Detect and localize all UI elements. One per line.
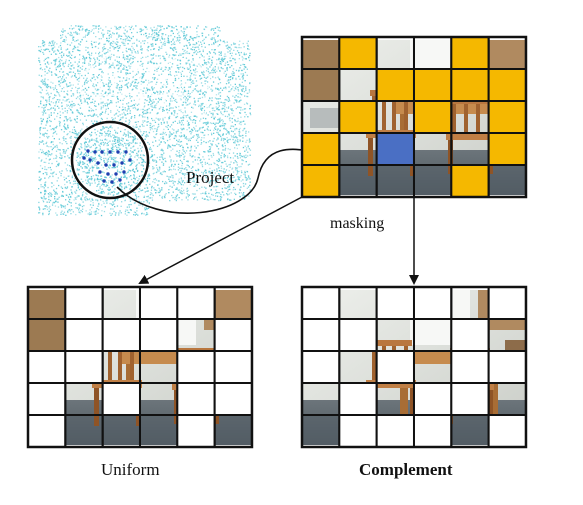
complement-mask-grid [300, 285, 528, 449]
grid-cell-yellow [301, 132, 341, 166]
grid-cell-yellow [338, 36, 378, 70]
grid-cell-white [64, 286, 104, 320]
grid-cell-yellow [301, 164, 341, 198]
grid-cell-white [412, 414, 453, 448]
grid-cell-yellow [450, 164, 490, 198]
grid-border [26, 285, 254, 449]
grid-cell-white [450, 382, 490, 416]
grid-cell-white [101, 382, 141, 416]
grid-cell-yellow [487, 68, 527, 102]
grid-cell-white [213, 350, 253, 384]
grid-cell-white [301, 286, 341, 320]
grid-cell-white [487, 414, 527, 448]
grid-cell-white [27, 350, 67, 384]
grid-cell-yellow [450, 36, 490, 70]
grid-cell-white [338, 318, 378, 352]
grid-cell-white [101, 318, 141, 352]
grid-cell-white [301, 350, 341, 384]
masking-label: masking [330, 215, 385, 232]
grid-cell-yellow [450, 68, 490, 102]
grid-cell-yellow [487, 100, 527, 134]
grid-cell-white [213, 318, 253, 352]
grid-cell-white [338, 414, 378, 448]
grid-cell-blue [375, 132, 415, 166]
grid-cell-white [301, 318, 341, 352]
grid-cell-white [176, 350, 216, 384]
grid-cell-white [450, 350, 490, 384]
grid-cell-white [176, 414, 216, 448]
zoom-circle-icon [70, 120, 150, 200]
grid-cell-white [64, 318, 104, 352]
grid-cell-yellow [375, 68, 415, 102]
project-label: Project [186, 168, 235, 187]
complement-label: Complement [359, 460, 453, 479]
grid-cell-white [213, 382, 253, 416]
grid-cell-white [375, 286, 415, 320]
masking-arrow-to-uniform [138, 196, 303, 284]
grid-cell-white [375, 414, 415, 448]
grid-cell-white [138, 286, 179, 320]
grid-cell-white [412, 286, 453, 320]
grid-cell-white [375, 350, 415, 384]
projected-image-grid [300, 35, 528, 199]
grid-cell-white [27, 382, 67, 416]
uniform-label: Uniform [101, 460, 160, 479]
grid-cell-white [27, 414, 67, 448]
grid-cell-white [412, 382, 453, 416]
grid-cell-white [176, 382, 216, 416]
uniform-mask-grid [26, 285, 254, 449]
grid-cell-white [138, 318, 179, 352]
grid-cell-white [487, 286, 527, 320]
grid-cell-white [338, 382, 378, 416]
grid-cell-yellow [487, 132, 527, 166]
grid-cell-yellow [338, 100, 378, 134]
grid-cell-yellow [412, 100, 453, 134]
grid-cell-white [64, 350, 104, 384]
project-arrow [116, 146, 320, 214]
grid-cell-white [450, 318, 490, 352]
grid-cell-white [487, 350, 527, 384]
grid-cell-white [176, 286, 216, 320]
grid-cell-yellow [412, 68, 453, 102]
grid-border [300, 285, 528, 449]
